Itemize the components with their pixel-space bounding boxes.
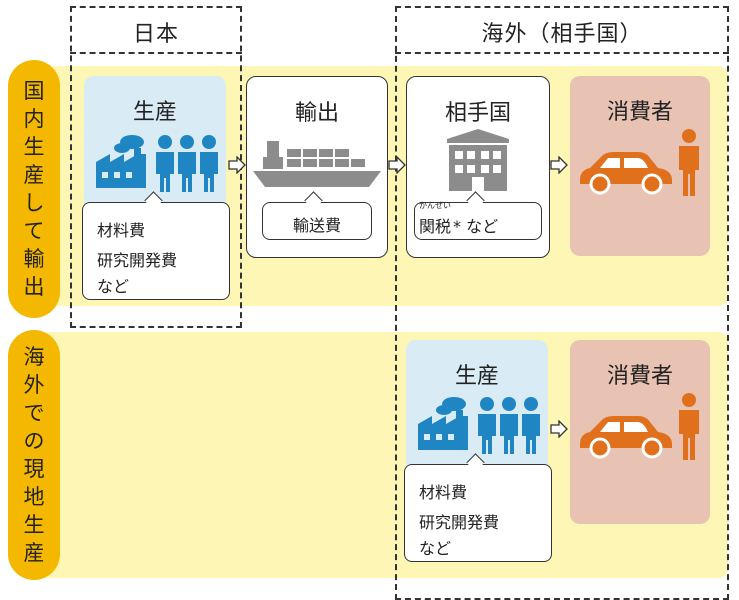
production-title: 生産 xyxy=(454,364,499,389)
tariff-ruby: かんぜい xyxy=(419,201,451,210)
export-row-pill xyxy=(8,60,60,318)
arrow-right-icon xyxy=(550,420,568,438)
overseas-title-divider xyxy=(395,52,729,54)
japan-title-divider xyxy=(70,52,242,54)
materials-cost: 材料費 xyxy=(97,221,146,240)
building-icon xyxy=(447,129,509,191)
tariff-word: 関税 xyxy=(419,217,452,236)
arrow-right-icon xyxy=(388,156,406,174)
local-row-pill xyxy=(8,330,60,580)
arrow-right-icon xyxy=(550,156,568,174)
car-icon xyxy=(580,152,672,195)
production-cost-bubble-overseas: 材料費 研究開発費 など xyxy=(404,453,552,562)
person-icon xyxy=(679,129,699,196)
export-row-label: 国内生産 して輸出 xyxy=(23,79,45,299)
workers-icon xyxy=(156,135,218,192)
partner-country-title: 相手国 xyxy=(444,101,511,126)
person-icon xyxy=(679,393,699,460)
arrow-right-icon xyxy=(228,156,246,174)
production-cost-bubble-japan: 材料費 研究開発費 など xyxy=(82,191,230,300)
tariff-suffix: * など xyxy=(453,217,499,236)
factory-icon xyxy=(418,397,468,450)
workers-icon xyxy=(478,397,540,454)
shipping-cost: 輸送費 xyxy=(292,216,341,235)
japan-title: 日本 xyxy=(132,22,179,47)
consumer-card-export: 消費者 xyxy=(570,76,710,256)
consumer-title: 消費者 xyxy=(606,100,673,125)
shipping-cost-bubble: 輸送費 xyxy=(262,191,372,240)
etc-label: など xyxy=(97,277,130,296)
research-cost: 研究開発費 xyxy=(419,513,500,532)
etc-label: など xyxy=(419,539,452,558)
consumer-card-local: 消費者 xyxy=(570,340,710,524)
production-title: 生産 xyxy=(132,100,177,125)
research-cost: 研究開発費 xyxy=(97,251,178,270)
ship-icon xyxy=(253,141,381,187)
consumer-title: 消費者 xyxy=(606,364,673,389)
overseas-title: 海外（相手国） xyxy=(481,22,643,47)
materials-cost: 材料費 xyxy=(419,483,468,502)
export-title: 輸出 xyxy=(294,101,339,126)
factory-icon xyxy=(96,135,146,188)
car-icon xyxy=(580,416,672,459)
local-row-label: 海外での 現地生産 xyxy=(23,345,45,565)
tariff-bubble: かんぜい 関税 * など xyxy=(414,191,542,240)
